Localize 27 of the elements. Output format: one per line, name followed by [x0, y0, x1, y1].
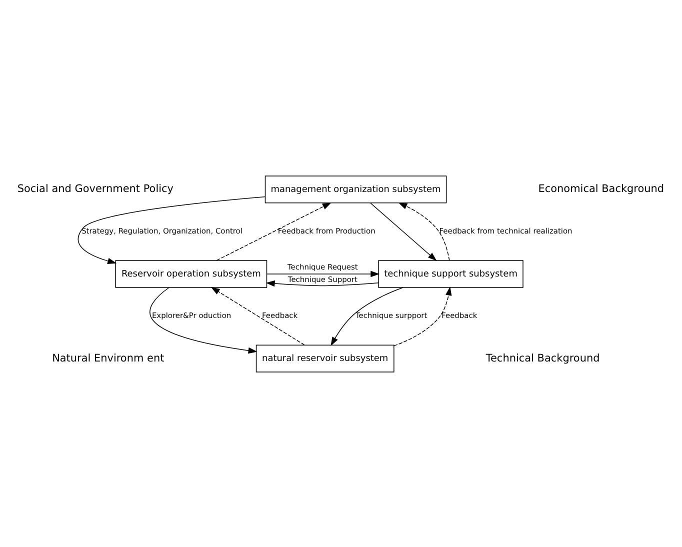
node-box: management organization subsystem	[264, 175, 447, 203]
arrow	[266, 270, 380, 277]
arrow	[266, 280, 379, 286]
node-box: natural reservoir subsystem	[256, 344, 394, 372]
label: Social and Government Policy	[17, 182, 174, 195]
edge-label: Technique Request	[288, 262, 358, 272]
arrow	[370, 202, 437, 261]
label: Technical Background	[486, 352, 600, 364]
arrow	[394, 286, 452, 346]
arrow	[330, 286, 404, 346]
arrow	[78, 196, 266, 264]
edge-label: Feedback from Production	[278, 226, 376, 236]
arrow	[216, 202, 332, 260]
edge-label: Technique surpport	[355, 310, 428, 320]
edge-label: Technique Support	[288, 274, 358, 284]
node-box: Reservoir operation subsystem	[115, 260, 268, 288]
label: Natural Environm ent	[52, 352, 164, 364]
edge-label: Feedback	[442, 310, 478, 320]
edge-label: Strategy, Regulation, Organization, Control	[82, 226, 242, 236]
edge-label: Feedback	[262, 310, 298, 320]
edge-label: Explorer&Pr oduction	[152, 310, 232, 320]
edge-label: Feedback from technical realization	[439, 226, 572, 236]
arrow	[210, 286, 305, 345]
label: Economical Background	[538, 182, 664, 195]
node-box: technique support subsystem	[378, 260, 524, 288]
arrow	[150, 286, 258, 354]
arrow	[398, 202, 450, 260]
